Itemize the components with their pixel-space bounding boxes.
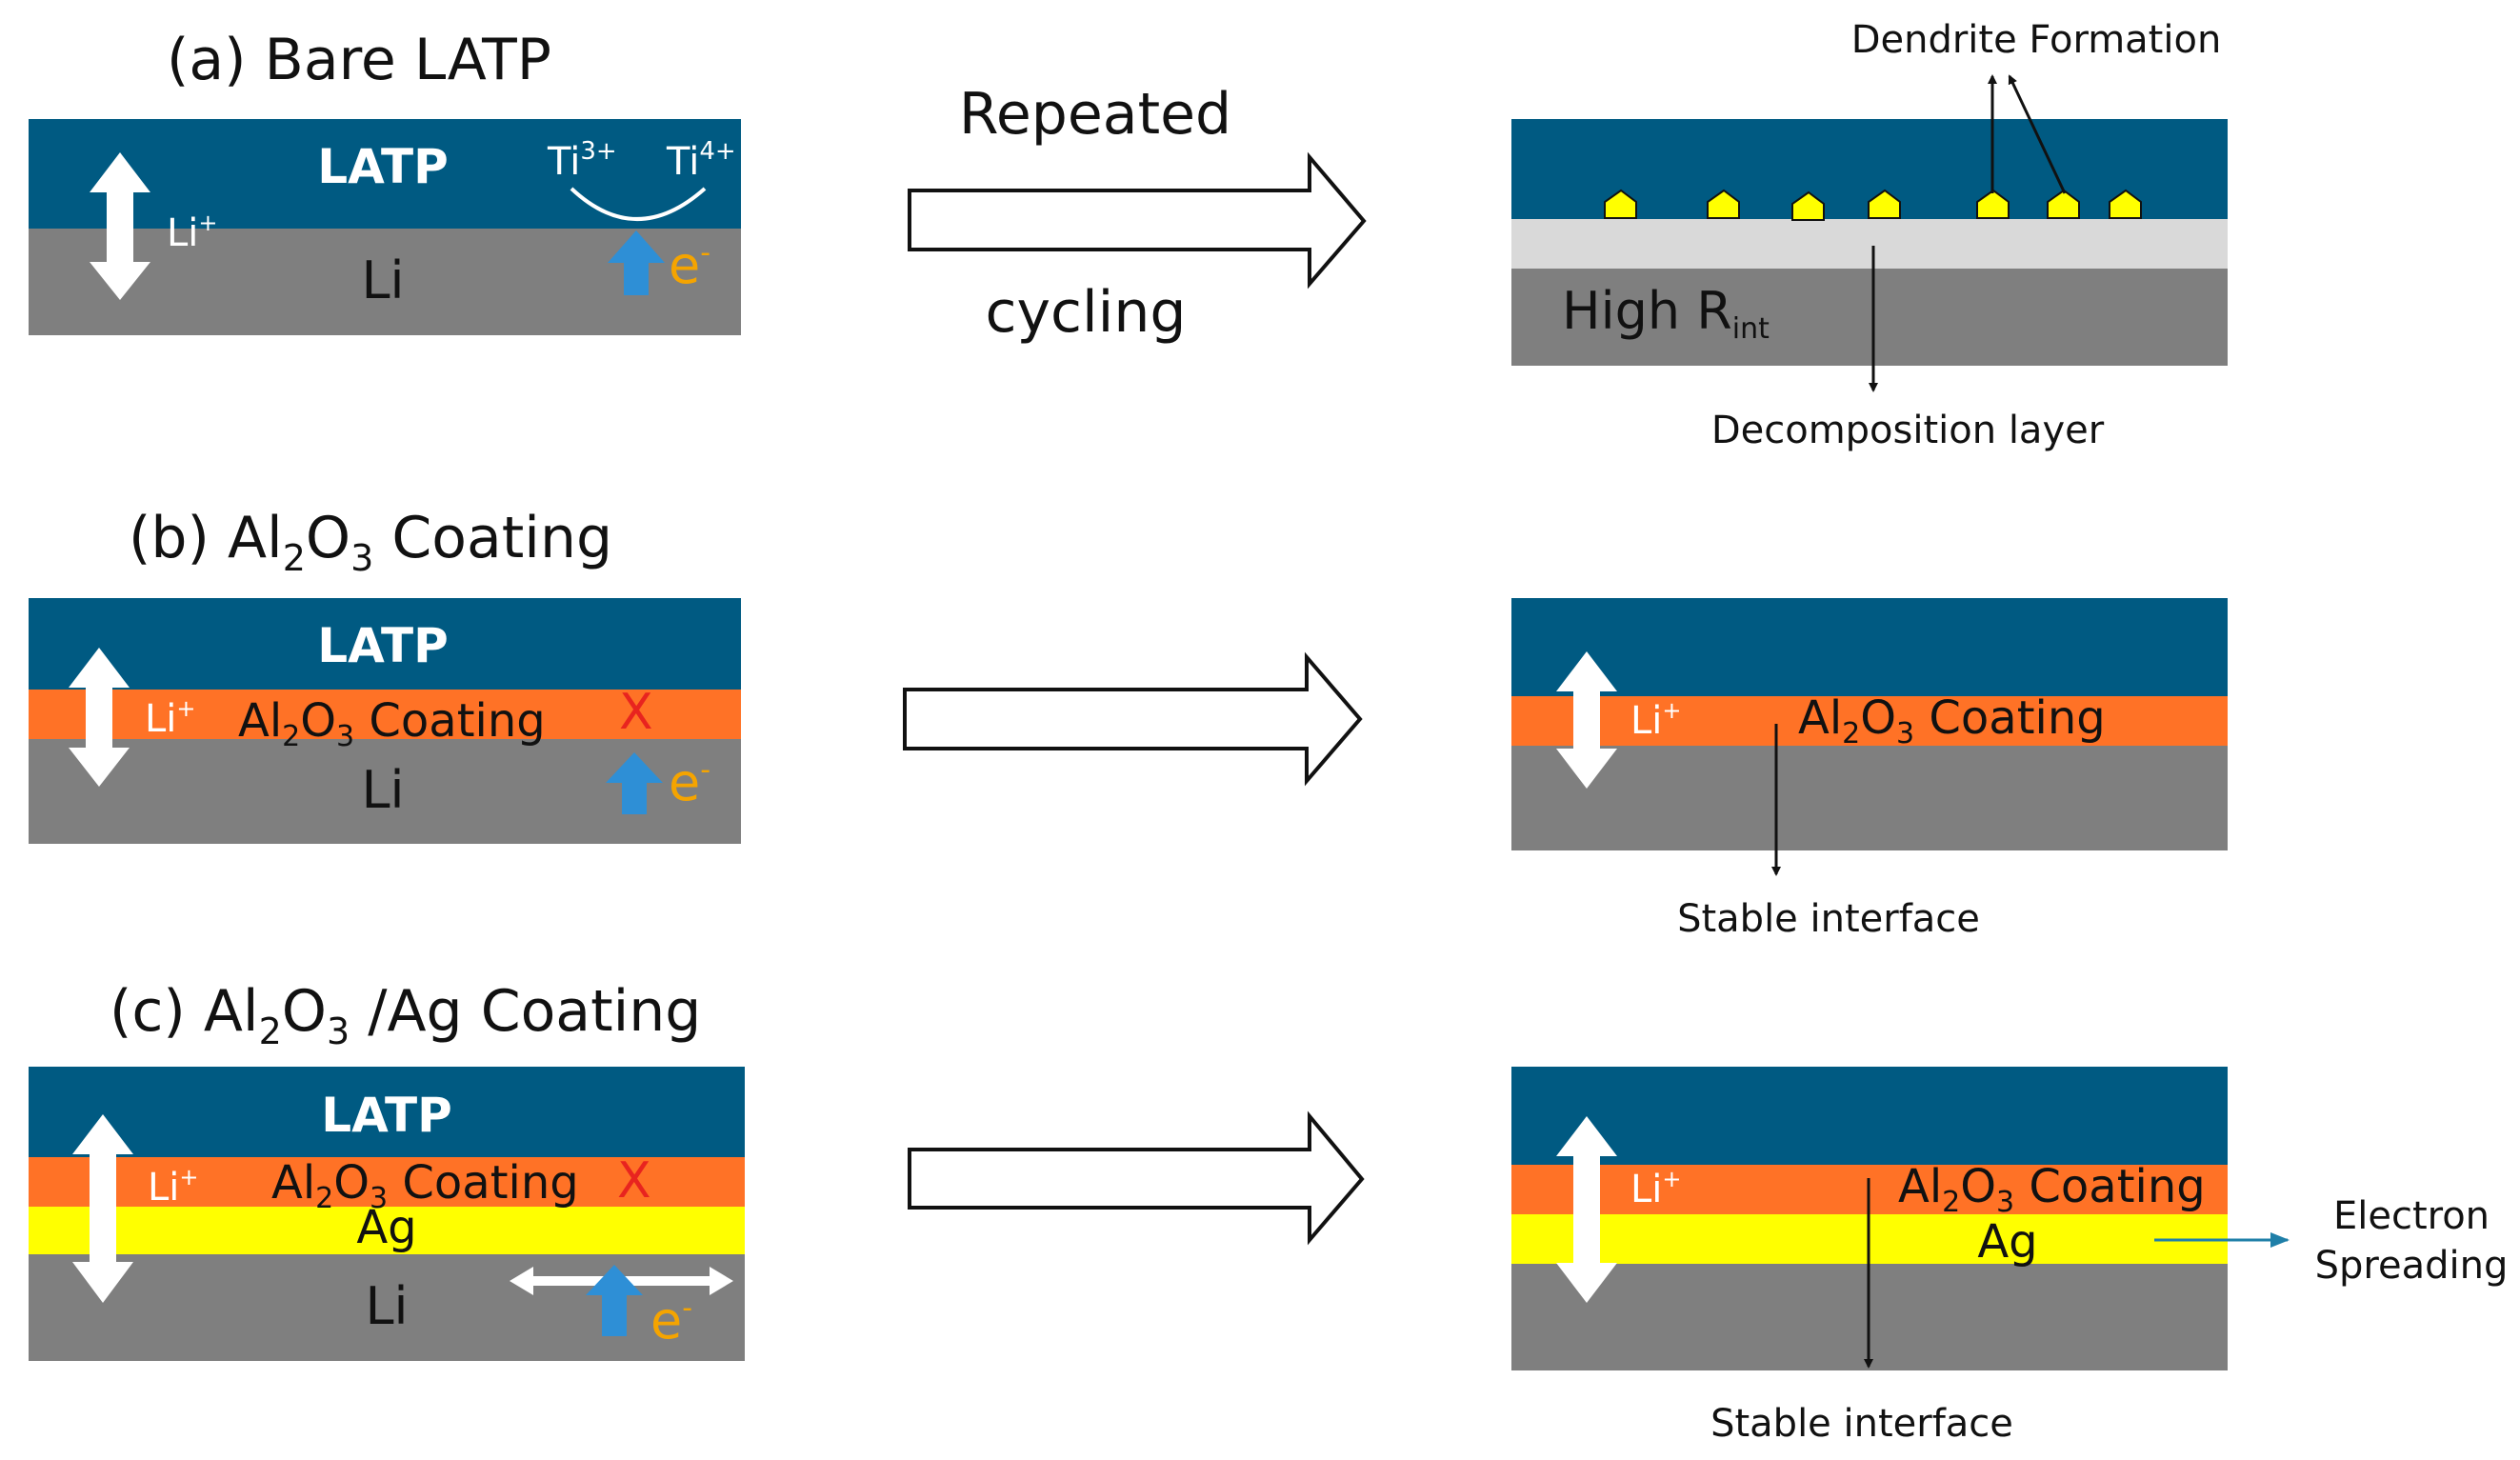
latp-layer bbox=[29, 598, 741, 690]
stable-interface-label: Stable interface bbox=[1710, 1402, 2013, 1446]
block-arrow bbox=[903, 651, 1363, 787]
coating-layer bbox=[1511, 696, 2228, 746]
panel-b-title: (b) Al2O3 Coating bbox=[129, 505, 612, 579]
li-ion-label: Li+ bbox=[148, 1164, 199, 1210]
dendrite bbox=[1604, 189, 1637, 219]
ti4-label: Ti4+ bbox=[666, 137, 736, 184]
electron-up-arrow bbox=[606, 752, 663, 814]
dendrite bbox=[2109, 189, 2142, 219]
electron-spreading-label-line2: Spreading bbox=[2315, 1244, 2509, 1288]
panel-b-before: (b) Al2O3 Coating LATP Al2O3 Coating Li … bbox=[29, 505, 741, 844]
dendrite bbox=[1791, 190, 1825, 221]
coating-layer bbox=[29, 1157, 745, 1207]
panel-b-arrow bbox=[903, 651, 1363, 787]
electron-block-mark: X bbox=[617, 1152, 651, 1210]
arrow-bottom-label: cycling bbox=[986, 279, 1187, 346]
stable-interface-label: Stable interface bbox=[1677, 897, 1980, 941]
electron-label: e- bbox=[650, 1290, 692, 1350]
silver-label: Ag bbox=[1977, 1215, 2037, 1269]
resistance-label: High Rint bbox=[1562, 281, 1770, 346]
li-ion-double-arrow bbox=[1556, 651, 1617, 789]
li-ion-double-arrow bbox=[1556, 1116, 1617, 1303]
dendrite bbox=[1868, 189, 1901, 219]
li-ion-double-arrow bbox=[69, 648, 130, 787]
dendrite-label: Dendrite Formation bbox=[1851, 18, 2222, 62]
panel-c-title: (c) Al2O3 /Ag Coating bbox=[110, 978, 701, 1052]
panel-a-after: Dendrite Formation High Rint Decompositi… bbox=[1511, 18, 2228, 452]
dendrite-pointer bbox=[2008, 74, 2067, 194]
coating-label: Al2O3 Coating bbox=[238, 694, 546, 753]
coating-layer bbox=[29, 690, 741, 739]
dendrite bbox=[1976, 189, 2010, 219]
latp-layer bbox=[1511, 598, 2228, 696]
dendrite bbox=[1707, 189, 1740, 219]
latp-label: LATP bbox=[317, 139, 448, 194]
arrow-top-label: Repeated bbox=[959, 81, 1231, 148]
lithium-label: Li bbox=[361, 760, 404, 820]
panel-c-arrow bbox=[908, 1110, 1365, 1246]
panel-a-title: (a) Bare LATP bbox=[167, 27, 551, 93]
latp-layer bbox=[1511, 1067, 2228, 1165]
panel-b-after: Li+ Al2O3 Coating Stable interface bbox=[1511, 598, 2228, 941]
dendrites bbox=[1604, 189, 2142, 221]
li-ion-label: Li+ bbox=[167, 210, 218, 255]
panel-c-before: (c) Al2O3 /Ag Coating LATP Al2O3 Coating… bbox=[29, 978, 745, 1361]
coating-label: Al2O3 Coating bbox=[1898, 1160, 2206, 1219]
li-ion-label: Li+ bbox=[1630, 697, 1682, 743]
latp-layer bbox=[29, 119, 741, 229]
latp-label: LATP bbox=[321, 1088, 451, 1143]
dendrite bbox=[2047, 189, 2080, 219]
electron-block-mark: X bbox=[619, 684, 653, 741]
panel-a-before: (a) Bare LATP LATP Li Li+ Ti3+ Ti4+ e- bbox=[29, 27, 741, 335]
lithium-layer bbox=[1511, 269, 2228, 366]
lithium-label: Li bbox=[365, 1276, 408, 1336]
block-arrow bbox=[908, 151, 1367, 290]
decomposition-layer bbox=[1511, 219, 2228, 269]
lithium-layer bbox=[1511, 746, 2228, 850]
decomposition-label: Decomposition layer bbox=[1711, 409, 2105, 452]
electron-spreading-label-line1: Electron bbox=[2333, 1194, 2490, 1238]
li-ion-label: Li+ bbox=[145, 695, 196, 741]
coating-label: Al2O3 Coating bbox=[1798, 691, 2106, 750]
latp-label: LATP bbox=[317, 618, 448, 673]
electron-label: e- bbox=[669, 752, 710, 812]
electron-label: e- bbox=[669, 235, 710, 295]
electron-up-arrow bbox=[608, 230, 665, 295]
latp-layer bbox=[29, 1067, 745, 1157]
ti3-label: Ti3+ bbox=[547, 137, 617, 184]
panel-c-after: Li+ Al2O3 Coating Ag Stable interface El… bbox=[1511, 1067, 2508, 1446]
panel-a-cycling-arrow: Repeated cycling bbox=[908, 81, 1367, 346]
silver-label: Ag bbox=[356, 1201, 416, 1254]
coating-label: Al2O3 Coating bbox=[271, 1156, 579, 1215]
li-ion-double-arrow bbox=[72, 1114, 133, 1303]
li-ion-double-arrow bbox=[90, 152, 150, 300]
block-arrow bbox=[908, 1110, 1365, 1246]
ti-redox-curve bbox=[570, 187, 707, 221]
silver-layer bbox=[29, 1207, 745, 1254]
li-ion-label: Li+ bbox=[1630, 1166, 1682, 1211]
electron-up-arrow bbox=[586, 1265, 643, 1336]
lithium-label: Li bbox=[361, 250, 404, 310]
